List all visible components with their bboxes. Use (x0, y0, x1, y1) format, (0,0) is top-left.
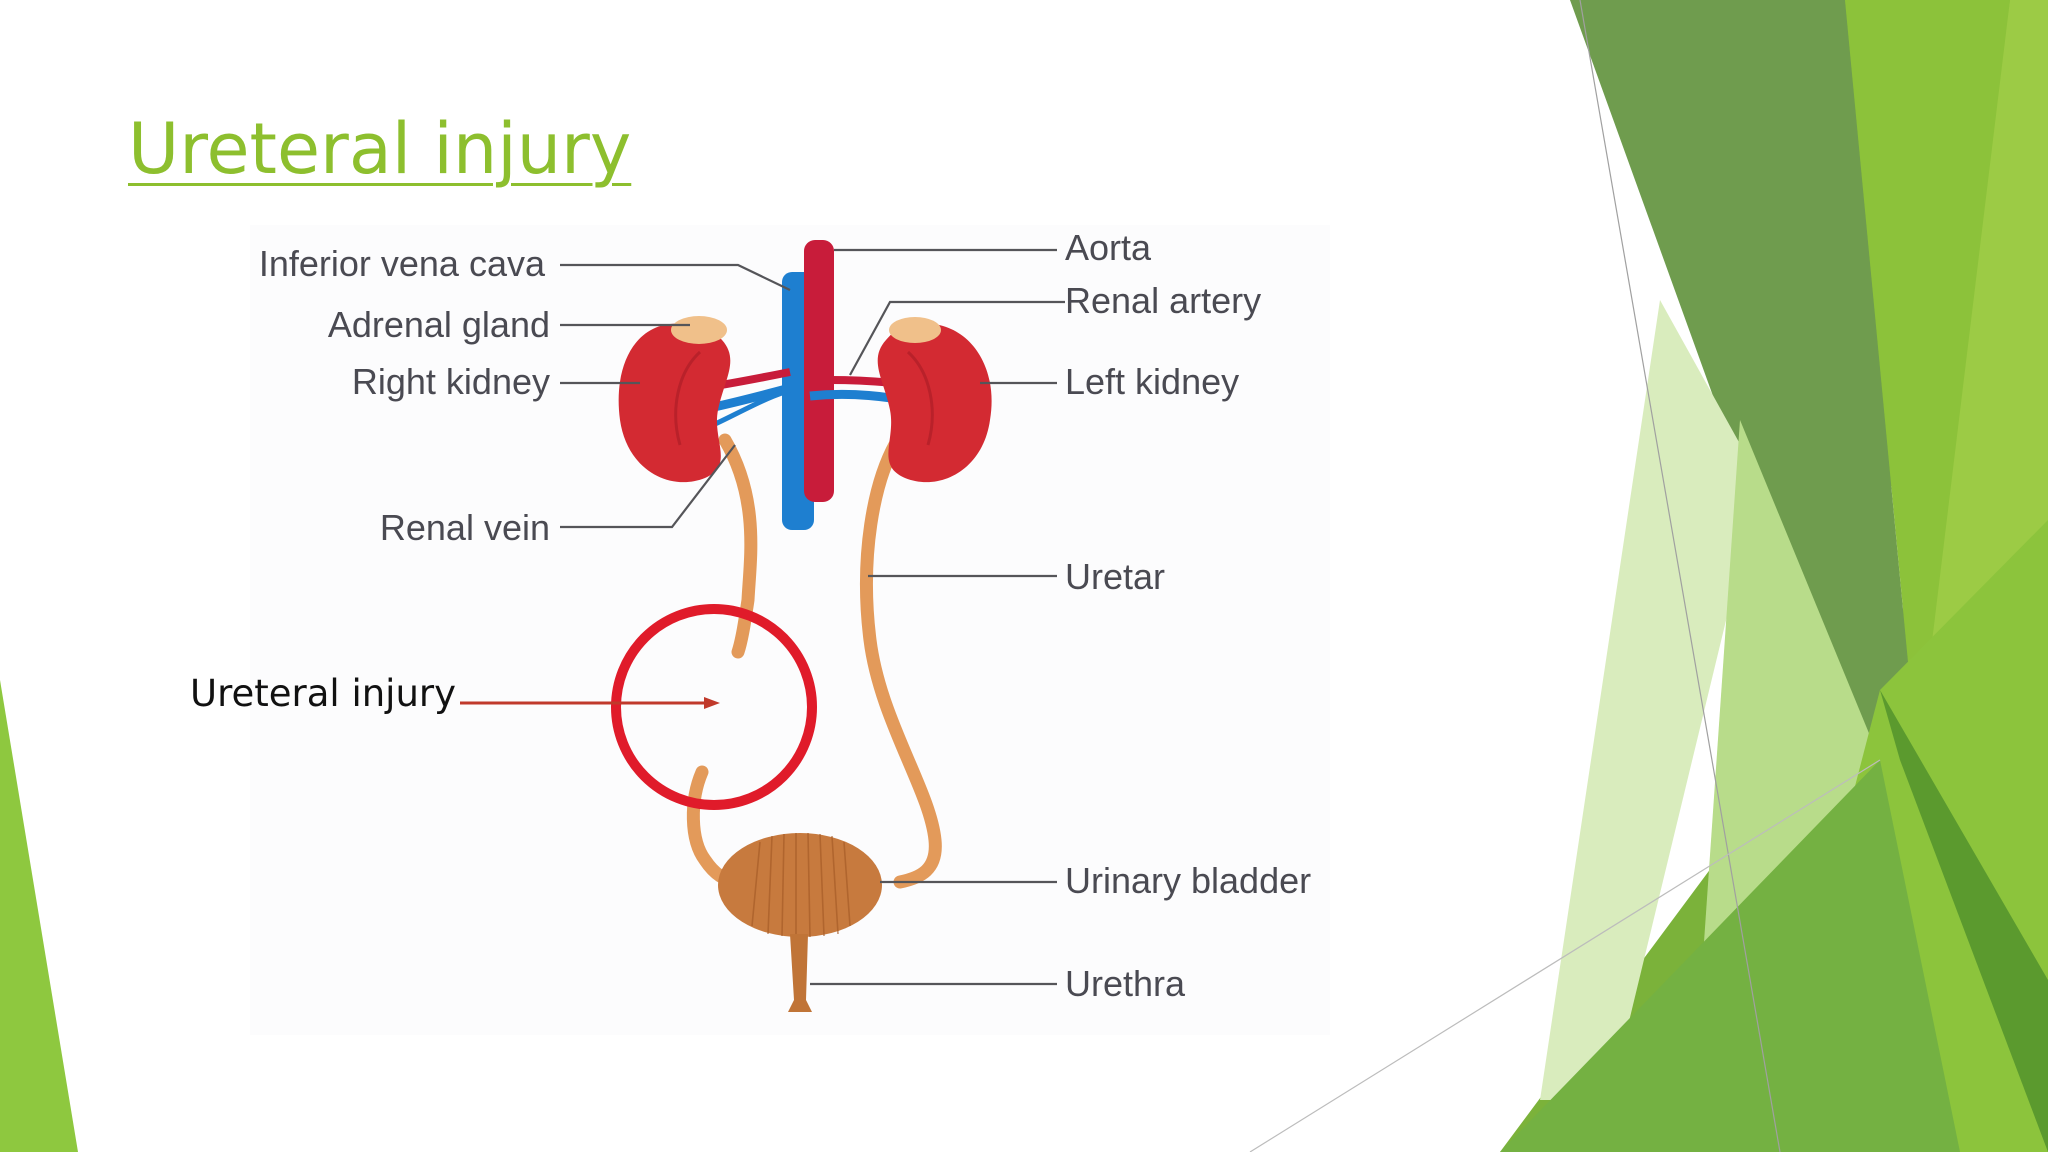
bladder-striations (751, 832, 851, 938)
dark-accent-facet (1880, 690, 2048, 1152)
pale-green-facet (1540, 300, 1760, 1100)
label-inferior-vena-cava: Inferior vena cava (259, 243, 546, 284)
slide-title: Ureteral injury (128, 108, 632, 190)
left-kidney-shading (906, 350, 934, 446)
label-uretar: Uretar (1065, 556, 1165, 597)
label-renal-vein: Renal vein (380, 507, 550, 548)
leader-renal-vein (560, 444, 736, 529)
leader-renal-artery (849, 300, 1065, 376)
right-kidney-shading (674, 350, 702, 446)
left-adrenal-gland (889, 317, 941, 343)
aorta (804, 240, 834, 502)
label-right-kidney: Right kidney (352, 361, 550, 402)
left-kidney (877, 323, 992, 483)
label-left-kidney: Left kidney (1065, 361, 1239, 402)
urinary-bladder (718, 833, 882, 937)
right-kidney (618, 323, 731, 483)
right-adrenal-gland (671, 316, 727, 344)
urethra (788, 934, 812, 1012)
label-adrenal-gland: Adrenal gland (328, 304, 550, 345)
injury-highlight-circle (611, 604, 817, 810)
left-ureter (860, 429, 942, 889)
callout-label: Ureteral injury (190, 672, 457, 715)
callout-arrowhead-icon (704, 697, 720, 709)
thin-diagonal-line (1579, 0, 1781, 1152)
right-ureter-upper (718, 433, 758, 659)
label-renal-artery: Renal artery (1065, 280, 1261, 321)
label-urethra: Urethra (1065, 963, 1186, 1004)
light-green-facet (1700, 420, 1880, 1000)
label-urinary-bladder: Urinary bladder (1065, 860, 1311, 901)
right-bright-panel (1845, 0, 2010, 840)
right-dark-panel (1570, 0, 1925, 840)
leader-inferior-vena-cava (560, 263, 791, 291)
thin-diagonal-line-2 (1249, 759, 1881, 1152)
label-aorta: Aorta (1065, 227, 1152, 268)
left-green-wedge (0, 680, 78, 1152)
bottom-green-facet (1500, 760, 1960, 1152)
